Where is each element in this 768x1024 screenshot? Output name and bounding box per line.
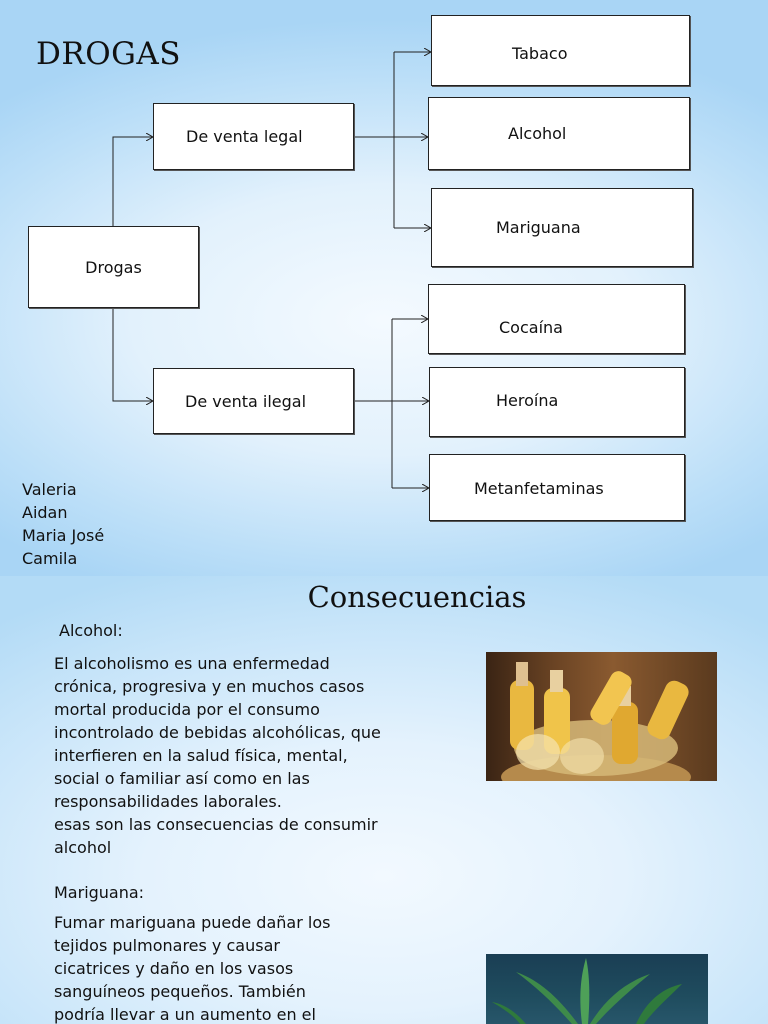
paragraph-line: Fumar mariguana puede dañar los xyxy=(54,913,331,932)
beer-bottles-icon xyxy=(501,662,691,781)
cannabis-leaf-image xyxy=(486,954,708,1024)
slide-drogas: DROGAS Drogas De ve xyxy=(0,0,768,576)
alcohol-heading: Alcohol: xyxy=(59,621,123,640)
node-mariguana-label: Mariguana xyxy=(496,218,581,237)
slide-2-title: Consecuencias xyxy=(307,580,527,614)
node-venta-legal: De venta legal xyxy=(153,103,354,170)
paragraph-line: cicatrices y daño en los vasos xyxy=(54,959,294,978)
paragraph-line: podría llevar a un aumento en el xyxy=(54,1005,316,1024)
paragraph-line: social o familiar así como en las xyxy=(54,769,310,788)
paragraph-line: tejidos pulmonares y causar xyxy=(54,936,280,955)
paragraph-line: esas son las consecuencias de consumir xyxy=(54,815,378,834)
alcohol-paragraph: El alcoholismo es una enfermedad crónica… xyxy=(54,652,434,859)
slide-consecuencias xyxy=(0,576,768,1024)
paragraph-line: interfieren en la salud física, mental, xyxy=(54,746,348,765)
cannabis-leaf-icon xyxy=(492,958,682,1024)
node-venta-ilegal-label: De venta ilegal xyxy=(185,391,307,411)
paragraph-line: El alcoholismo es una enfermedad xyxy=(54,654,330,673)
mariguana-paragraph: Fumar mariguana puede dañar los tejidos … xyxy=(54,911,374,1024)
paragraph-line: crónica, progresiva y en muchos casos xyxy=(54,677,365,696)
authors-list: Valeria Aidan Maria José Camila xyxy=(22,478,104,570)
node-alcohol: Alcohol xyxy=(428,97,690,170)
author-name: Camila xyxy=(22,549,78,568)
author-name: Aidan xyxy=(22,503,68,522)
node-mariguana: Mariguana xyxy=(431,188,693,267)
node-cocaina: Cocaína xyxy=(428,284,685,354)
node-heroina: Heroína xyxy=(429,367,685,437)
paragraph-line: incontrolado de bebidas alcohólicas, que xyxy=(54,723,381,742)
author-name: Maria José xyxy=(22,526,105,545)
node-metanfetaminas: Metanfetaminas xyxy=(429,454,685,521)
paragraph-line: sanguíneos pequeños. También xyxy=(54,982,306,1001)
beer-bottles-image xyxy=(486,652,717,781)
node-heroina-label: Heroína xyxy=(496,391,559,410)
slide-title: DROGAS xyxy=(36,36,181,72)
node-alcohol-label: Alcohol xyxy=(508,124,567,143)
node-drogas-label: Drogas xyxy=(85,257,142,277)
connector-lines xyxy=(112,0,768,576)
author-name: Valeria xyxy=(22,480,77,499)
mariguana-heading: Mariguana: xyxy=(54,883,145,902)
node-venta-legal-label: De venta legal xyxy=(186,127,303,146)
paragraph-line: responsabilidades laborales. xyxy=(54,792,282,811)
paragraph-line: alcohol xyxy=(54,838,112,857)
node-cocaina-label: Cocaína xyxy=(499,318,563,337)
node-drogas: Drogas xyxy=(28,226,199,308)
node-venta-ilegal: De venta ilegal xyxy=(153,368,354,434)
paragraph-line: mortal producida por el consumo xyxy=(54,700,320,719)
node-tabaco-label: Tabaco xyxy=(512,44,568,63)
connector-root-illegal xyxy=(112,307,153,401)
node-tabaco: Tabaco xyxy=(431,15,690,86)
connector-root-legal xyxy=(112,137,153,226)
node-metanfetaminas-label: Metanfetaminas xyxy=(474,479,604,498)
